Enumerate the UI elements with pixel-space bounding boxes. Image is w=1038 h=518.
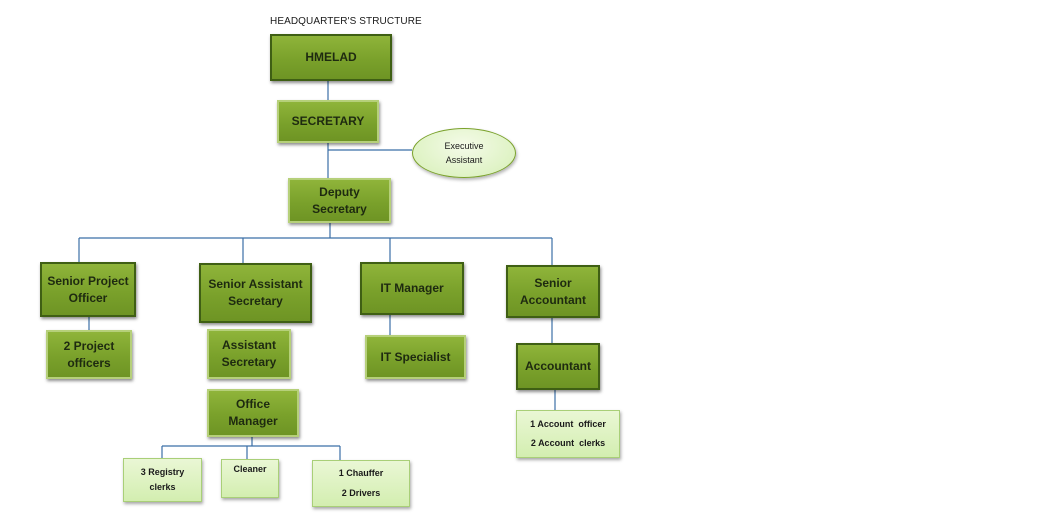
node-senior-accountant[interactable]: Senior Accountant — [506, 265, 600, 318]
diagram-title: HEADQUARTER'S STRUCTURE — [270, 16, 422, 27]
node-secretary[interactable]: SECRETARY — [277, 100, 379, 143]
node-it-manager[interactable]: IT Manager — [360, 262, 464, 315]
node-hmelad[interactable]: HMELAD — [270, 34, 392, 81]
node-accountant[interactable]: Accountant — [516, 343, 600, 390]
node-account-staff[interactable]: 1 Account officer 2 Account clerks — [516, 410, 620, 458]
node-senior-project-officer[interactable]: Senior Project Officer — [40, 262, 136, 317]
node-project-officers[interactable]: 2 Project officers — [46, 330, 132, 379]
node-cleaner[interactable]: Cleaner — [221, 459, 279, 498]
node-registry-clerks[interactable]: 3 Registry clerks — [123, 458, 202, 502]
node-senior-assistant-secretary[interactable]: Senior Assistant Secretary — [199, 263, 312, 323]
node-deputy-secretary[interactable]: Deputy Secretary — [288, 178, 391, 223]
node-chauffer-drivers[interactable]: 1 Chauffer 2 Drivers — [312, 460, 410, 507]
node-assistant-secretary[interactable]: Assistant Secretary — [207, 329, 291, 379]
node-executive-assistant[interactable]: Executive Assistant — [412, 128, 516, 178]
node-office-manager[interactable]: Office Manager — [207, 389, 299, 437]
node-it-specialist[interactable]: IT Specialist — [365, 335, 466, 379]
